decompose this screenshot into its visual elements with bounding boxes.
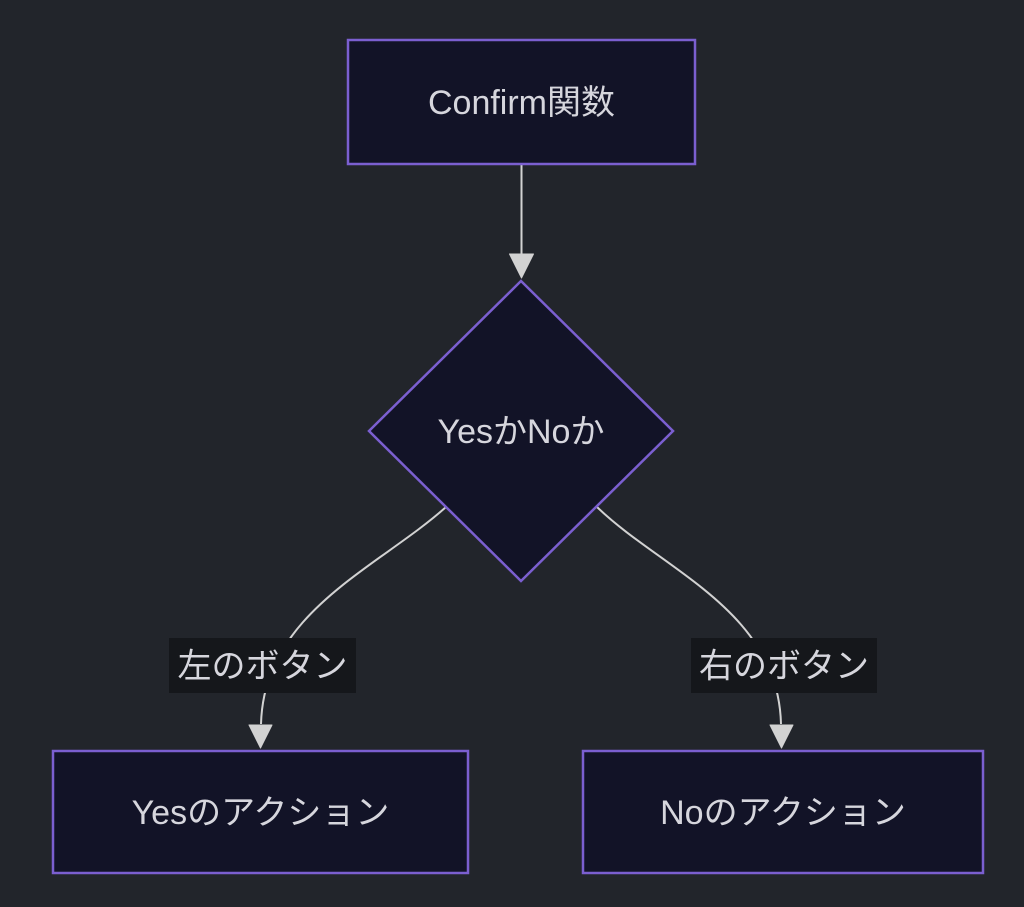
arrowhead-down-icon	[509, 253, 534, 279]
node-rectangle	[581, 749, 985, 875]
edge-decision-to-yes	[248, 506, 447, 749]
node-rectangle	[51, 749, 470, 875]
node-confirm: Confirm関数	[346, 38, 697, 166]
edge-label-background	[169, 638, 356, 693]
edge-label-background	[691, 638, 877, 693]
edge-decision-to-no	[596, 506, 794, 749]
edge-label-right-button: 右のボタン	[691, 638, 877, 693]
node-no-action: Noのアクション	[581, 749, 985, 875]
arrowhead-down-icon	[248, 724, 273, 749]
node-yes-action: Yesのアクション	[51, 749, 470, 875]
node-label: Yesのアクション	[132, 794, 390, 832]
arrowhead-down-icon	[769, 724, 794, 749]
edge-label-text: 右のボタン	[699, 648, 869, 686]
node-decision: YesかNoか	[367, 279, 675, 583]
edge-label-text: 左のボタン	[178, 648, 348, 686]
node-diamond	[367, 279, 675, 583]
node-label: Confirm関数	[428, 84, 615, 122]
node-rectangle	[346, 38, 697, 166]
node-label: Noのアクション	[660, 794, 906, 832]
edge-confirm-to-decision	[509, 165, 534, 279]
edge-label-left-button: 左のボタン	[169, 638, 356, 693]
node-label: YesかNoか	[438, 413, 605, 451]
